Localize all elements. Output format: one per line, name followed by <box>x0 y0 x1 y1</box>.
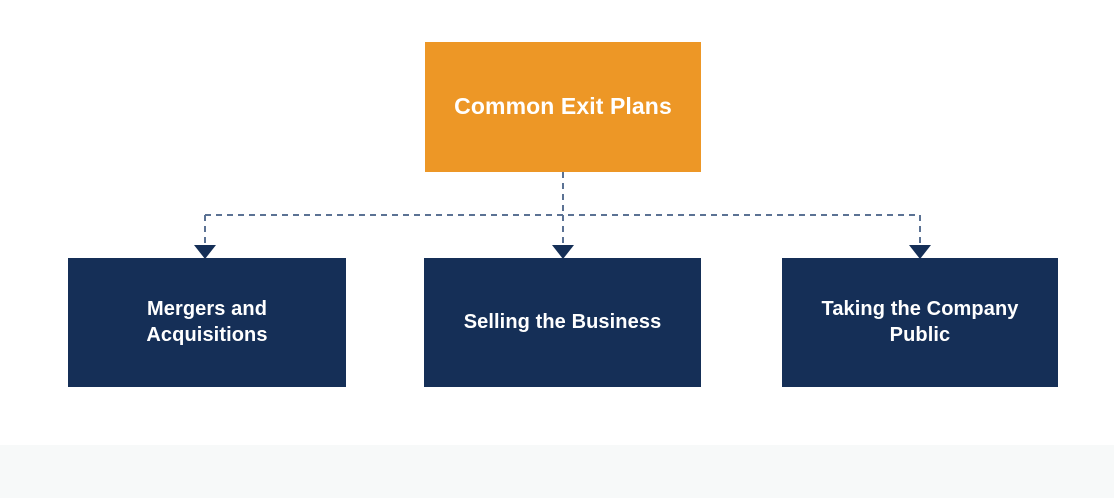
node-taking-the-company-public[interactable]: Taking the Company Public <box>782 258 1058 387</box>
node-child-label: Taking the Company Public <box>821 297 1019 346</box>
node-child-label: Mergers and Acquisitions <box>146 297 268 346</box>
bottom-strip <box>0 445 1114 498</box>
arrowhead-left <box>194 245 216 259</box>
node-mergers-and-acquisitions[interactable]: Mergers and Acquisitions <box>68 258 346 387</box>
arrowhead-right <box>909 245 931 259</box>
arrowhead-center <box>552 245 574 259</box>
node-child-label: Selling the Business <box>463 310 662 333</box>
node-selling-the-business[interactable]: Selling the Business <box>424 258 701 387</box>
node-root-label: Common Exit Plans <box>454 93 672 120</box>
node-common-exit-plans[interactable]: Common Exit Plans <box>425 42 701 172</box>
